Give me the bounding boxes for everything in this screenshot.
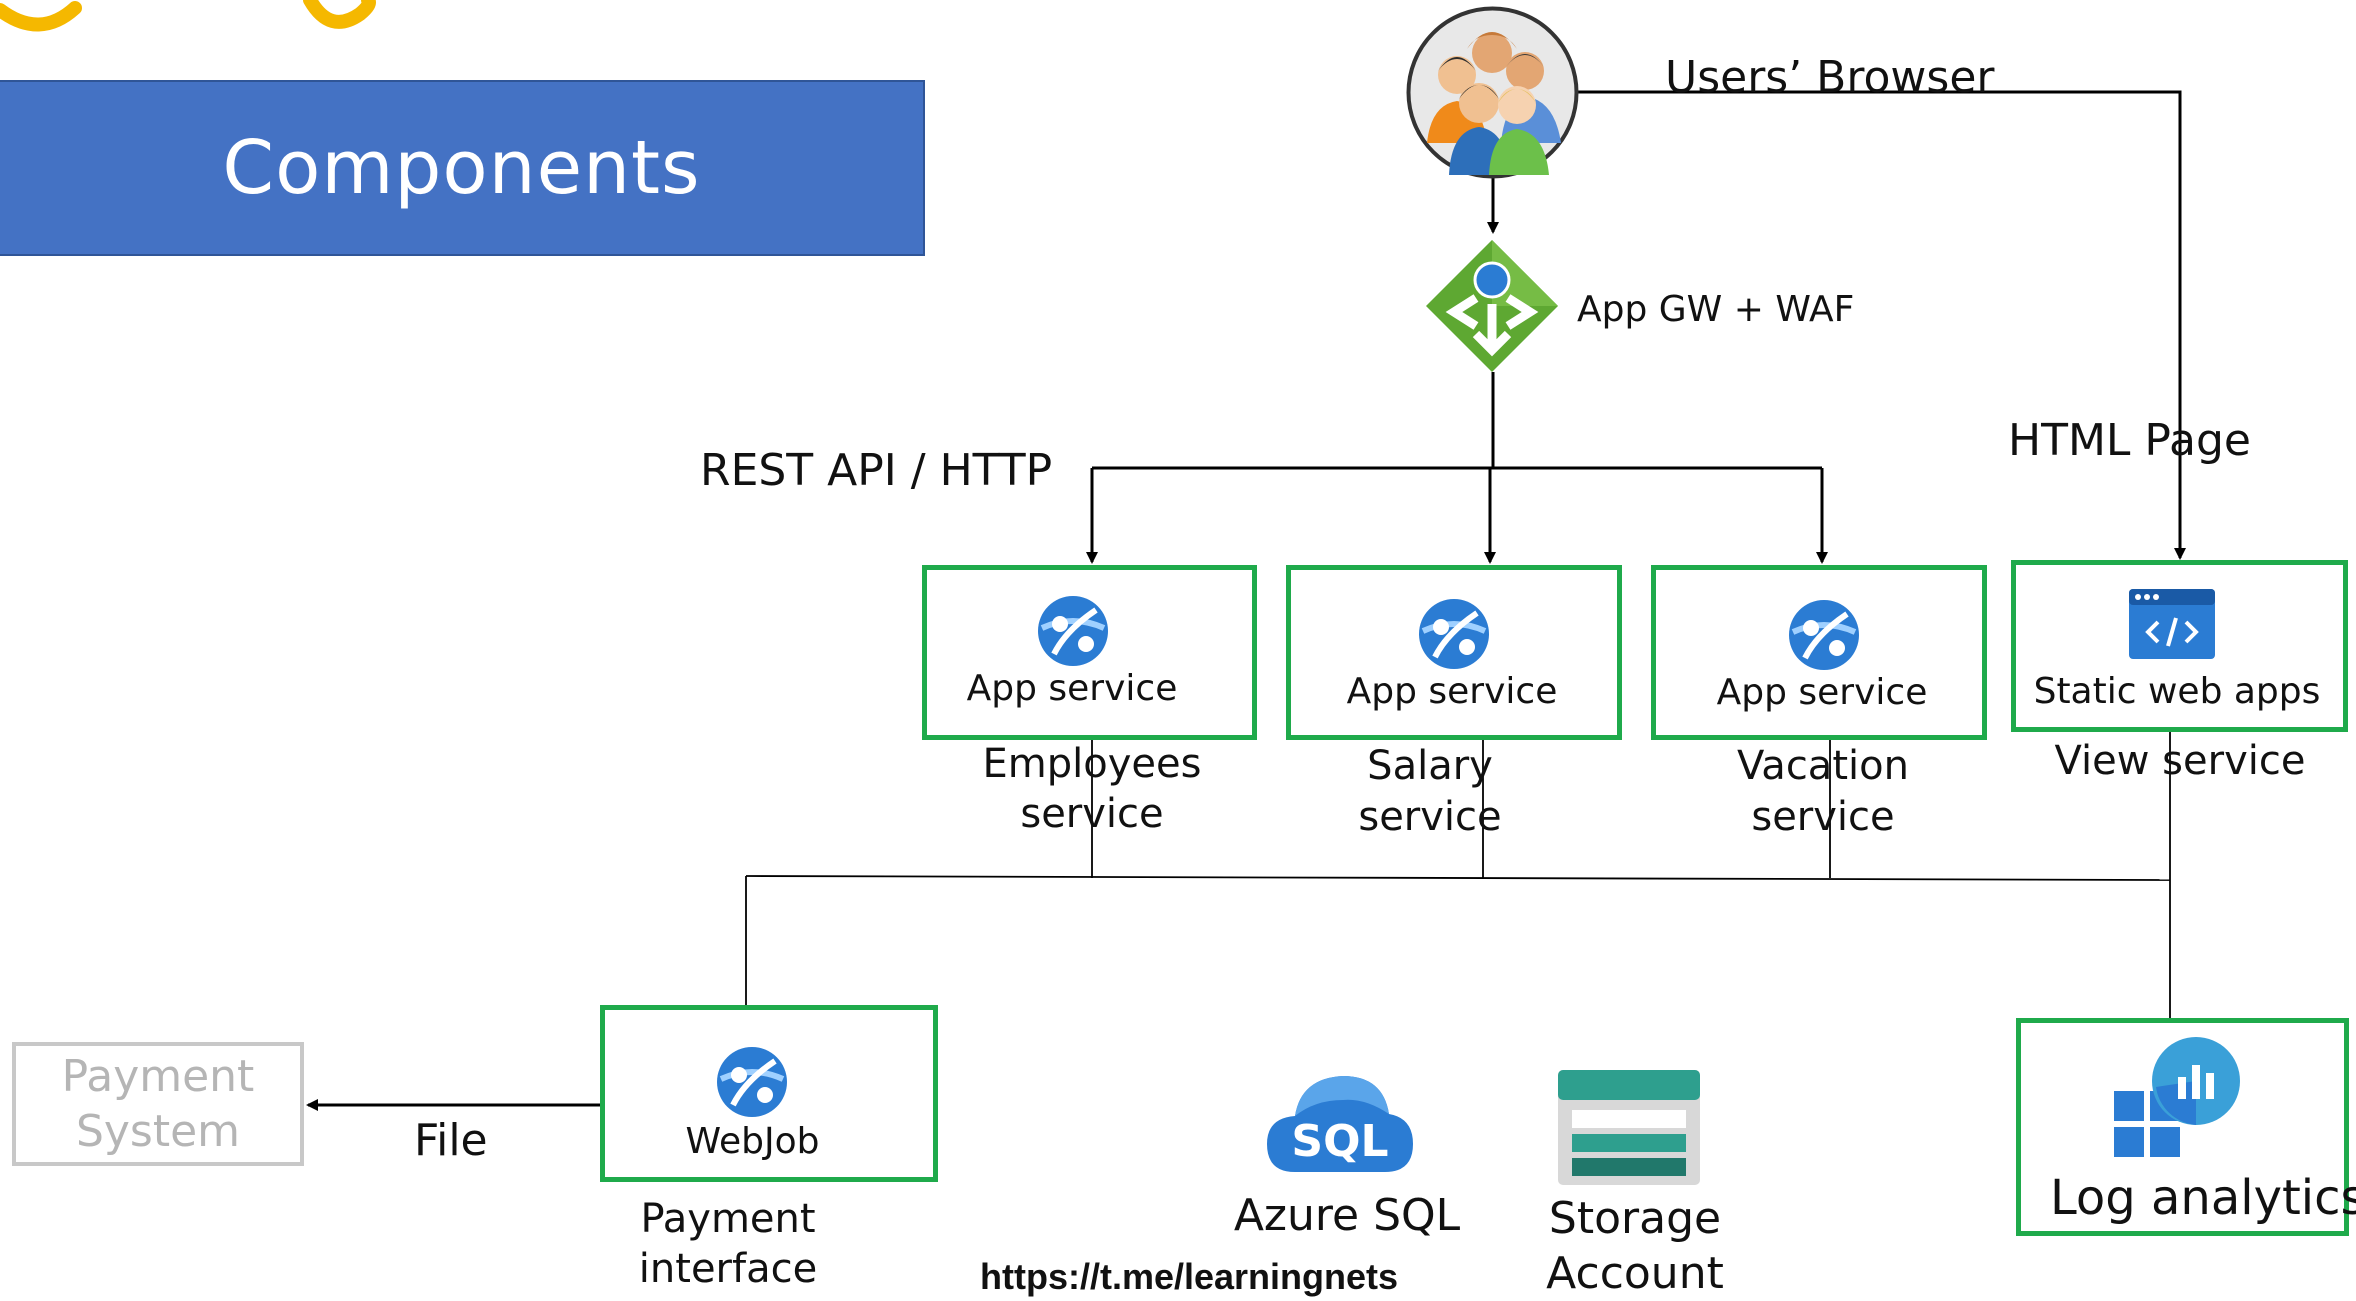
salary-caption-1: Salary (1367, 743, 1493, 789)
app-service-icon (717, 1047, 787, 1117)
vacation-caption-2: service (1751, 794, 1895, 840)
sql-cloud-icon: SQL (1267, 1076, 1413, 1172)
static-caption: View service (2054, 738, 2306, 784)
html-edge-label: HTML Page (2008, 415, 2251, 466)
employees-box-label: App service (966, 668, 1178, 709)
sql-icon-text: SQL (1291, 1116, 1388, 1167)
webjob-caption-2: interface (638, 1246, 818, 1292)
log-analytics-label: Log analytics (2050, 1170, 2356, 1226)
employees-caption-1: Employees (982, 741, 1202, 787)
employees-caption-2: service (1020, 791, 1164, 837)
salary-caption-2: service (1358, 794, 1502, 840)
rest-edge-label: REST API / HTTP (700, 445, 1053, 496)
storage-label-1: Storage (1548, 1193, 1722, 1244)
users-label: Users’ Browser (1665, 52, 1995, 103)
footer-url[interactable]: https://t.me/learningnets (980, 1256, 1399, 1297)
gateway-label: App GW + WAF (1577, 289, 1855, 330)
logo-fragment (0, 0, 376, 32)
log-analytics-icon (2114, 1037, 2240, 1157)
storage-account-icon (1558, 1070, 1700, 1185)
webjob-box-label: WebJob (685, 1121, 820, 1162)
title-band: Components (0, 80, 925, 256)
application-gateway-icon (1426, 240, 1558, 372)
salary-box-label: App service (1346, 671, 1558, 712)
users-group-icon (1406, 6, 1579, 179)
edge-log-bus (745, 875, 2171, 881)
file-edge-label: File (414, 1115, 488, 1166)
sql-label: Azure SQL (1233, 1190, 1461, 1241)
payment-system-line-2: System (75, 1106, 241, 1157)
app-service-icon (1038, 596, 1108, 666)
static-box-label: Static web apps (2033, 671, 2321, 712)
static-web-apps-icon (2129, 589, 2215, 659)
edge-users-static (1578, 90, 2186, 560)
storage-label-2: Account (1546, 1248, 1724, 1299)
payment-system-box[interactable]: Payment System (12, 1042, 304, 1166)
webjob-caption-1: Payment (640, 1196, 816, 1242)
vacation-caption-1: Vacation (1737, 743, 1909, 789)
vacation-box-label: App service (1716, 672, 1928, 713)
payment-system-line-1: Payment (61, 1051, 255, 1102)
app-service-icon (1789, 600, 1859, 670)
webjob-box[interactable] (600, 1005, 938, 1182)
page-title: Components (222, 125, 701, 211)
app-service-icon (1419, 599, 1489, 669)
